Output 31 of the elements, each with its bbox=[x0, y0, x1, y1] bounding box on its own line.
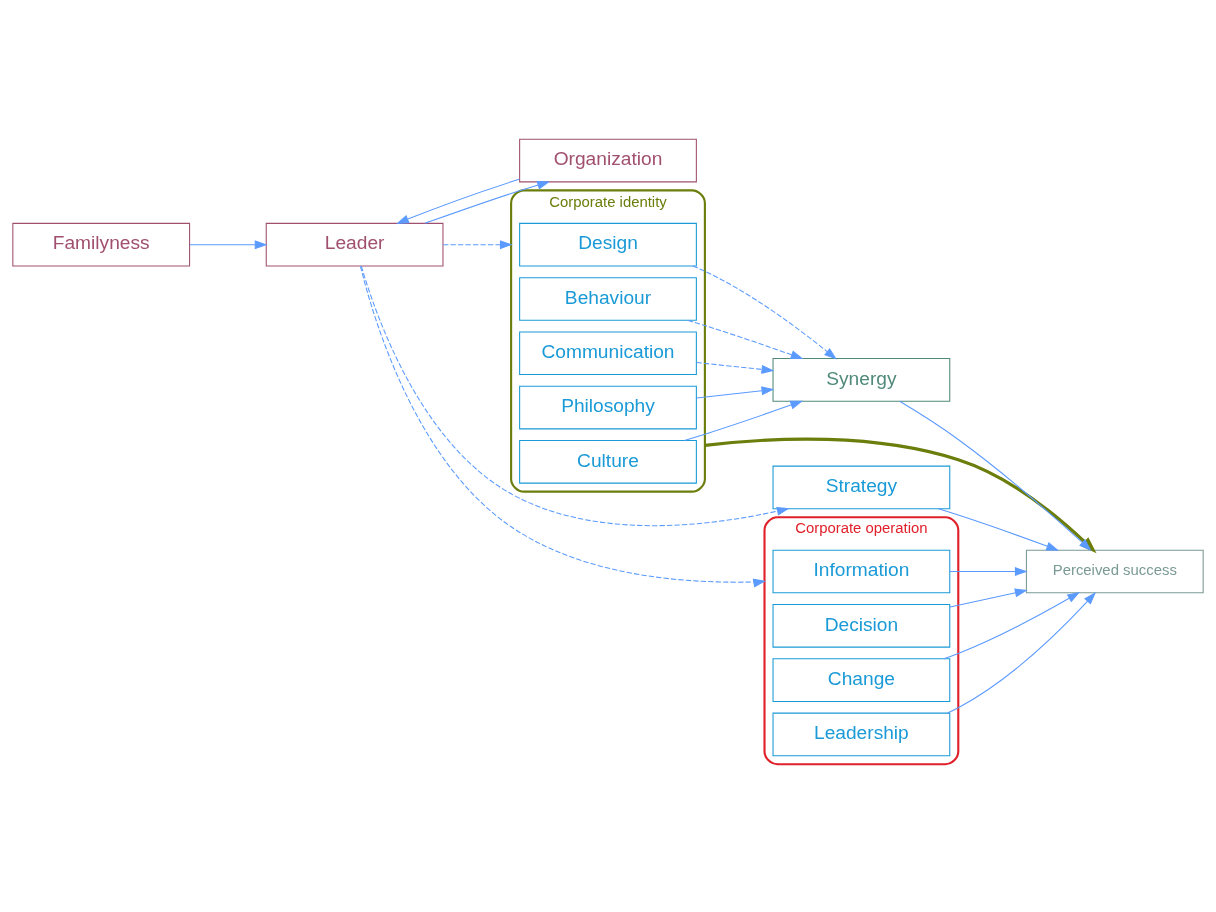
node-box: Familyness bbox=[12, 222, 191, 267]
arrow bbox=[396, 178, 520, 224]
arrow bbox=[899, 400, 1092, 551]
arrow bbox=[359, 265, 767, 588]
arrow bbox=[943, 592, 1081, 660]
arrow bbox=[442, 240, 513, 250]
arrow bbox=[687, 319, 804, 359]
arrow bbox=[937, 508, 1060, 551]
node-box: Perceived success bbox=[1025, 549, 1204, 594]
node-box: Culture bbox=[519, 440, 697, 484]
arrow bbox=[360, 265, 790, 527]
arrow bbox=[424, 180, 550, 224]
node-box: Decision bbox=[772, 604, 951, 648]
node-box: Communication bbox=[519, 331, 697, 376]
arrow bbox=[696, 386, 775, 399]
arrow bbox=[684, 400, 804, 441]
node-box: Information bbox=[772, 549, 951, 594]
node-box: Behaviour bbox=[519, 277, 697, 321]
node-box: Design bbox=[519, 222, 697, 267]
arrow bbox=[949, 567, 1028, 576]
arrow bbox=[946, 592, 1096, 714]
node-box: Philosophy bbox=[519, 385, 697, 430]
node-box: Leader bbox=[265, 222, 444, 267]
arrow bbox=[949, 588, 1028, 608]
arrow bbox=[189, 240, 268, 250]
arrow bbox=[696, 362, 775, 374]
node-box: Synergy bbox=[772, 358, 951, 402]
node-box: Leadership bbox=[772, 712, 951, 757]
node-box: Organization bbox=[519, 138, 697, 183]
node-box: Strategy bbox=[772, 465, 951, 510]
node-box: Change bbox=[772, 658, 951, 702]
